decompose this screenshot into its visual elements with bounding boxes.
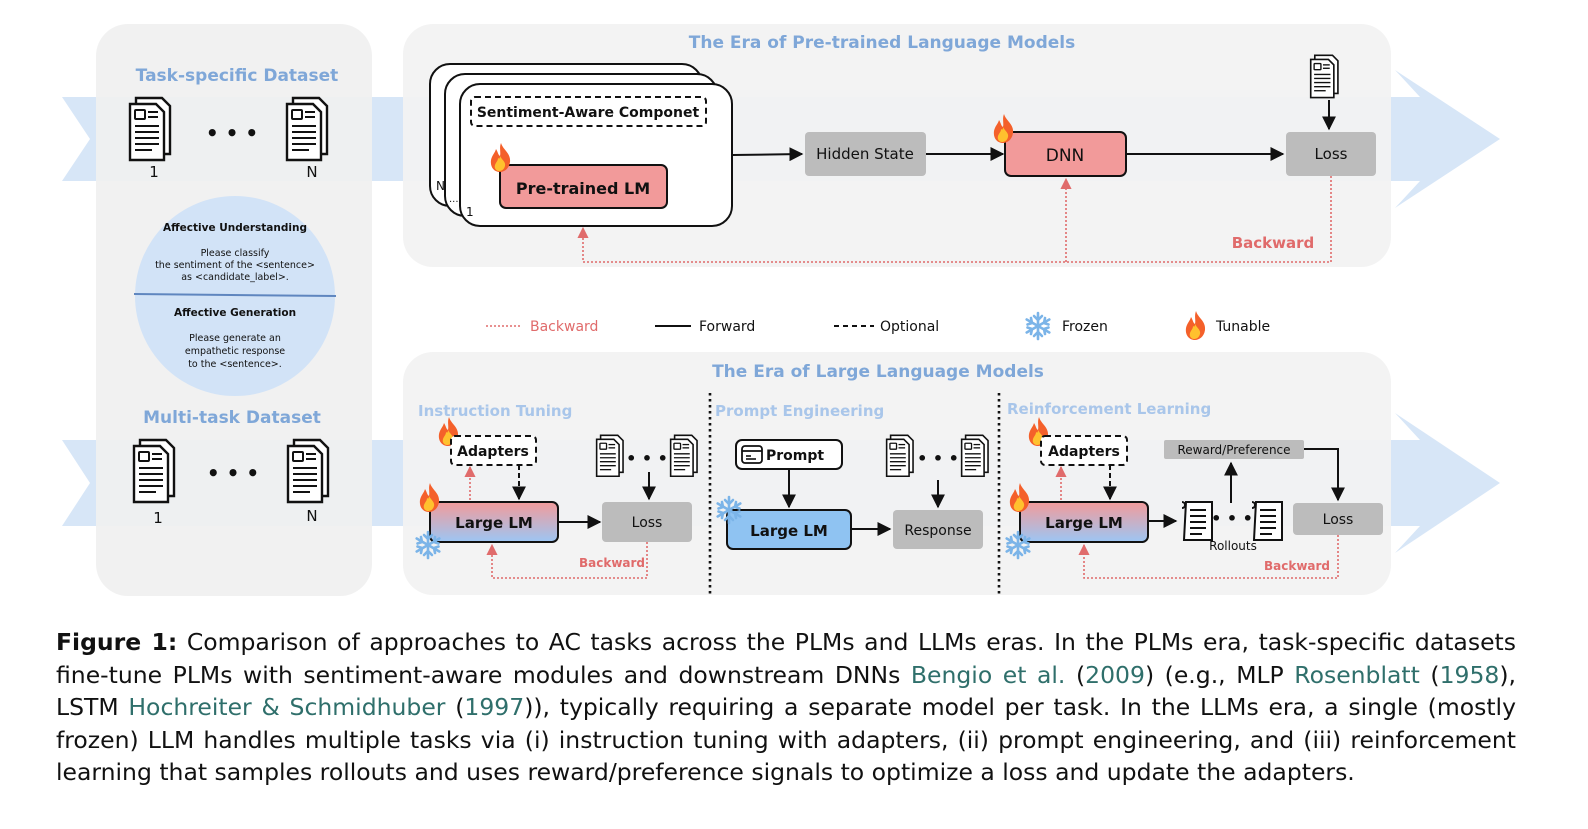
plm-era-title: The Era of Pre-trained Language Models: [689, 33, 1076, 53]
generation-line-1: Please generate an: [189, 333, 281, 344]
it-adapters-box: [450, 435, 537, 466]
citation-bengio[interactable]: Bengio et al.: [910, 660, 1066, 689]
dataset-doc-n-icon: [285, 96, 329, 162]
sentiment-component-box: [470, 96, 707, 127]
dataset-doc-1-icon: [128, 96, 172, 162]
ellipsis: • • •: [206, 121, 258, 145]
legend-frozen-icon: [1025, 311, 1051, 341]
pretrained-lm-label: Pre-trained LM: [516, 179, 650, 198]
citation-hochreiter[interactable]: Hochreiter & Schmidhuber: [128, 693, 446, 721]
sentiment-component-label: Sentiment-Aware Componet: [477, 105, 700, 121]
rl-backward-path: [1078, 535, 1339, 579]
response-box: [893, 510, 983, 549]
legend-forward-label: Forward: [699, 319, 755, 335]
rl-adapters-label: Adapters: [1048, 444, 1120, 460]
pe-doc-1-icon: [885, 434, 914, 478]
instruction-tuning-title: Instruction Tuning: [418, 402, 572, 420]
it-loss-label: Loss: [632, 515, 663, 531]
stack-label-n: N: [436, 179, 445, 193]
affective-understanding-title: Affective Understanding: [163, 222, 307, 234]
it-large-lm-label: Large LM: [455, 514, 533, 532]
prompt-engineering-title: Prompt Engineering: [715, 402, 884, 420]
pe-doc-ellipsis: • • •: [917, 449, 959, 468]
legend-frozen-label: Frozen: [1062, 319, 1108, 335]
citation-year-1997[interactable]: 1997: [464, 693, 525, 721]
prompt-divider: [133, 293, 337, 297]
caption-text: )), typically requiring a separate model…: [56, 693, 1516, 786]
rl-backward-label: Backward: [1264, 559, 1330, 573]
dnn-label: DNN: [1046, 146, 1085, 166]
hidden-state-label: Hidden State: [816, 145, 914, 163]
multi-ellipsis: • • •: [207, 461, 259, 485]
legend-backward-label: Backward: [530, 319, 598, 335]
generation-line-2: empathetic response: [185, 346, 285, 357]
it-doc-ellipsis: • • •: [626, 449, 668, 468]
affective-generation-title: Affective Generation: [174, 307, 296, 319]
multi-index-first: 1: [153, 509, 163, 527]
caption-text: ) (e.g., MLP: [1144, 660, 1295, 689]
it-backward-path: [486, 542, 648, 579]
pretrained-lm-box: [499, 164, 668, 209]
understanding-line-2: the sentiment of the <sentence>: [155, 260, 315, 271]
prompt-icon: [741, 445, 763, 464]
it-doc-n-icon: [669, 434, 698, 478]
citation-rosenblatt[interactable]: Rosenblatt: [1294, 660, 1420, 689]
plm-label-doc-icon: [1309, 54, 1339, 99]
it-adapters-label: Adapters: [457, 444, 529, 460]
reward-box: [1164, 440, 1304, 459]
reward-to-loss: [1304, 448, 1345, 502]
generation-line-3: to the <sentence>.: [188, 359, 282, 370]
rl-adapters-box: [1040, 435, 1128, 466]
legend-tunable-label: Tunable: [1215, 319, 1270, 335]
task-specific-dataset-title: Task-specific Dataset: [136, 66, 339, 86]
multi-doc-n-icon: [286, 438, 330, 504]
pe-large-lm-label: Large LM: [750, 522, 828, 540]
rl-loss-label: Loss: [1323, 512, 1354, 528]
stack-label-1: 1: [466, 205, 474, 219]
plm-backward-label: Backward: [1232, 234, 1315, 252]
caption-text: (: [1419, 660, 1440, 689]
index-last: N: [306, 163, 317, 181]
reinforcement-learning-title: Reinforcement Learning: [1007, 400, 1211, 418]
caption-label: Figure 1:: [56, 628, 178, 656]
citation-year-1958[interactable]: 1958: [1439, 660, 1500, 689]
rl-loss-box: [1293, 503, 1383, 535]
multi-index-last: N: [306, 507, 317, 525]
it-doc-1-icon: [595, 434, 624, 478]
rollout-scroll-1-icon: [1181, 501, 1213, 541]
hidden-state-box: [805, 132, 926, 176]
legend-tunable-icon: [1185, 311, 1206, 340]
index-first: 1: [149, 163, 159, 181]
response-label: Response: [904, 523, 971, 539]
caption-text: (: [1065, 660, 1086, 689]
arrow-stack-to-hidden: [732, 147, 804, 162]
understanding-line-3: as <candidate_label>.: [181, 272, 289, 283]
plm-loss-label: Loss: [1315, 145, 1348, 163]
reward-label: Reward/Preference: [1177, 443, 1290, 457]
it-backward-label: Backward: [579, 556, 645, 570]
understanding-line-1: Please classify: [201, 248, 270, 259]
caption-text: ), LSTM: [56, 660, 1517, 722]
llm-era-title: The Era of Large Language Models: [712, 362, 1044, 382]
rollout-ellipsis: • • •: [1211, 509, 1253, 528]
pe-doc-n-icon: [960, 434, 989, 478]
rollouts-label: Rollouts: [1209, 539, 1257, 553]
prompt-label: Prompt: [766, 448, 824, 464]
stack-label-dots: ...: [449, 194, 459, 205]
caption-text: (: [445, 693, 465, 721]
multi-doc-1-icon: [132, 438, 176, 504]
legend-optional-label: Optional: [880, 319, 939, 335]
rollout-scroll-n-icon: [1251, 501, 1283, 541]
rl-large-lm-label: Large LM: [1045, 514, 1123, 532]
figure-caption: Figure 1: Comparison of approaches to AC…: [56, 626, 1516, 789]
citation-year-2009[interactable]: 2009: [1085, 660, 1145, 689]
caption-text: Comparison of approaches to AC tasks acr…: [56, 628, 1516, 689]
it-loss-box: [602, 502, 692, 542]
multi-task-dataset-title: Multi-task Dataset: [143, 408, 321, 428]
plm-loss-box: [1286, 132, 1376, 176]
ac-approaches-figure: Task-specific Dataset • • • 1 N Affectiv…: [62, 24, 1500, 596]
plm-backward-path: [577, 176, 1332, 263]
